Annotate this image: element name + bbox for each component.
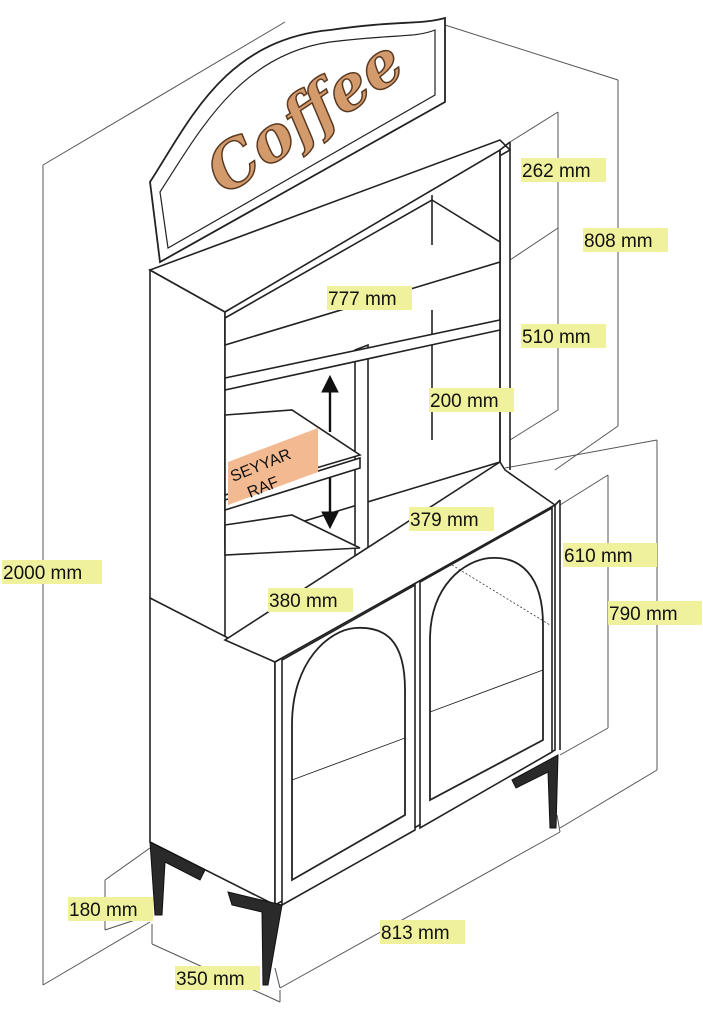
left-door-arch [291, 626, 406, 882]
dim-379: 379 mm [409, 507, 494, 531]
svg-text:777 mm: 777 mm [328, 289, 397, 310]
svg-text:790 mm: 790 mm [609, 604, 678, 625]
right-leg [511, 754, 559, 829]
dim-200: 200 mm [429, 388, 514, 412]
cabinet-doors [281, 506, 553, 907]
dim-380: 380 mm [268, 588, 353, 612]
shelf-arrows [321, 374, 339, 530]
cabinet-legs [149, 754, 559, 986]
movable-shelf-label: SEYYAR RAF [228, 428, 318, 505]
dimension-labels: 262 mm 808 mm 777 mm 510 mm 200 mm 379 m… [2, 158, 702, 990]
dim-262: 262 mm [521, 158, 606, 182]
svg-text:380 mm: 380 mm [269, 591, 338, 612]
svg-text:510 mm: 510 mm [522, 327, 591, 348]
dim-790: 790 mm [608, 601, 702, 625]
dim-350: 350 mm [175, 966, 260, 990]
svg-text:2000 mm: 2000 mm [3, 563, 82, 584]
left-leg [149, 841, 206, 916]
dim-610: 610 mm [563, 543, 657, 567]
svg-text:379 mm: 379 mm [410, 510, 479, 531]
dim-2000: 2000 mm [2, 560, 102, 584]
dim-813: 813 mm [380, 920, 465, 944]
dim-808: 808 mm [583, 228, 668, 252]
svg-text:808 mm: 808 mm [584, 231, 653, 252]
svg-text:200 mm: 200 mm [430, 391, 499, 412]
svg-text:610 mm: 610 mm [564, 546, 633, 567]
dim-510: 510 mm [521, 324, 606, 348]
right-door-arch [429, 557, 544, 802]
dim-180: 180 mm [68, 897, 153, 921]
svg-text:262 mm: 262 mm [522, 161, 591, 182]
svg-text:350 mm: 350 mm [176, 969, 245, 990]
sign-board [149, 16, 446, 264]
svg-text:813 mm: 813 mm [381, 923, 450, 944]
dim-777: 777 mm [327, 286, 412, 310]
front-leg [227, 891, 283, 986]
svg-text:180 mm: 180 mm [69, 900, 138, 921]
